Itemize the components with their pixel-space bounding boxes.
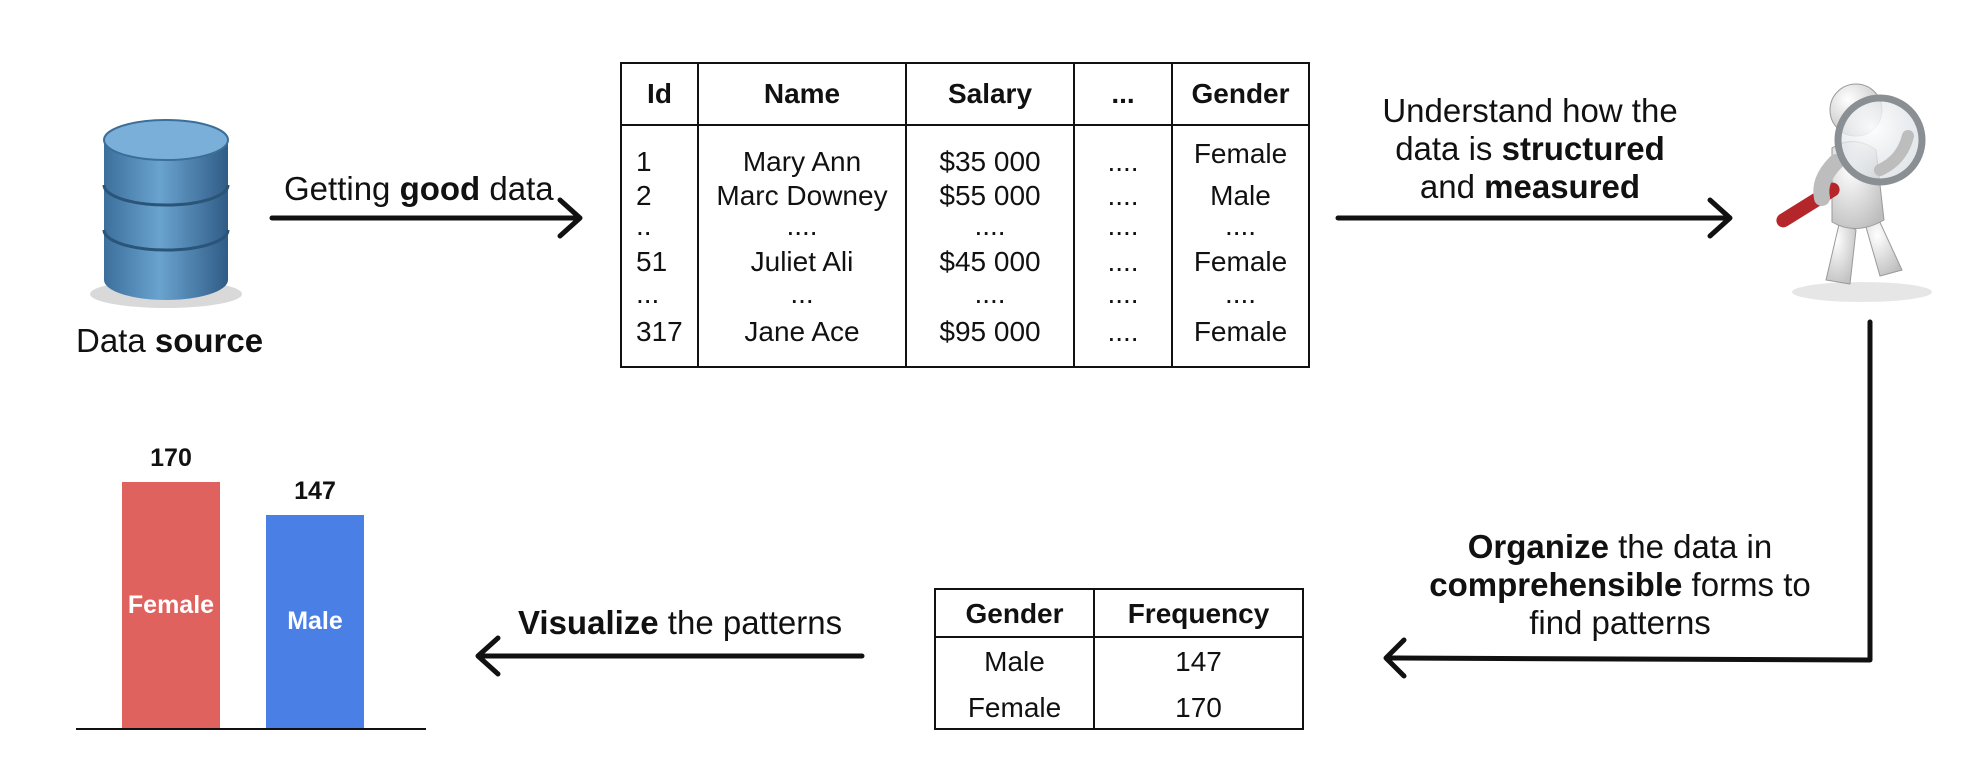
header-salary: Salary (907, 64, 1073, 126)
column-name: Name Mary Ann Marc Downey .... Juliet Al… (697, 64, 905, 366)
arrow-getting-data (269, 197, 583, 239)
bar-label-female: Female (127, 590, 215, 619)
header-ellipsis: ... (1075, 64, 1171, 126)
cell: $55 000 (939, 180, 1041, 211)
column-gender: Gender Female Male .... Female .... Fema… (1171, 64, 1308, 366)
step-visualize-patterns: Visualize the patterns (518, 604, 843, 641)
cell: .... (1224, 278, 1257, 309)
header-gender: Gender (965, 598, 1064, 629)
cell: Female (1193, 246, 1288, 277)
cell: Juliet Ali (750, 246, 854, 277)
step-understand-structure: Understand how the data is structured an… (1382, 92, 1678, 205)
data-source-label: Data source (76, 322, 264, 359)
chart-baseline (76, 728, 426, 730)
cell: Female (967, 692, 1062, 723)
cell: Female (1193, 316, 1288, 347)
header-gender: Gender (1173, 64, 1308, 126)
cell: Mary Ann (742, 146, 862, 177)
arrow-understand (1335, 197, 1733, 239)
cell: Male (1210, 180, 1271, 211)
cell: .... (974, 210, 1006, 241)
arrow-organize (1383, 319, 1873, 679)
cell: .... (786, 210, 818, 241)
cell: .... (1107, 316, 1139, 347)
bar-female: Female (122, 482, 220, 728)
cell: Female (1193, 138, 1288, 169)
bar-value-female: 170 (150, 444, 192, 472)
header-frequency: Frequency (1127, 598, 1270, 629)
column-ellipsis: ... .... .... .... .... .... .... (1073, 64, 1171, 366)
cell: .... (1107, 278, 1139, 309)
cell: .... (1224, 210, 1257, 241)
cell: 170 (1175, 692, 1222, 723)
cell: 2 (636, 180, 652, 211)
step-organize-data: Organize the data in comprehensible form… (1429, 528, 1811, 641)
cell: ... (790, 278, 814, 309)
database-icon (90, 119, 242, 308)
cell: 317 (636, 316, 683, 347)
cell: $95 000 (939, 316, 1041, 347)
cell: Male (984, 646, 1045, 677)
cell: Jane Ace (744, 316, 860, 347)
cell: .... (1107, 210, 1139, 241)
cell: .... (1107, 146, 1139, 177)
cell: .... (1107, 180, 1139, 211)
cell: $35 000 (939, 146, 1041, 177)
cell: .... (1107, 246, 1139, 277)
cell: .... (974, 278, 1006, 309)
bar-male: Male (266, 515, 364, 728)
bar-chart: Female Male 170 147 (70, 440, 430, 740)
cell: $45 000 (939, 246, 1041, 277)
column-salary: Salary $35 000 $55 000 .... $45 000 ....… (905, 64, 1073, 366)
cell: Marc Downey (716, 180, 888, 211)
step-getting-good-data: Getting good data (284, 170, 554, 207)
header-id: Id (622, 64, 697, 126)
magnifier-figure-icon (1776, 83, 1932, 302)
frequency-table: Gender Frequency Male 147 Female 170 (934, 588, 1304, 730)
raw-data-table: Id 1 2 .. 51 ... 317 Name Mary Ann Marc … (620, 62, 1310, 368)
column-id: Id 1 2 .. 51 ... 317 (622, 64, 697, 366)
arrow-visualize (475, 635, 865, 677)
cell: .. (636, 210, 652, 241)
cell: 51 (636, 246, 668, 277)
cell: 147 (1175, 646, 1222, 677)
header-name: Name (699, 64, 905, 126)
cell: 1 (636, 146, 652, 177)
cell: ... (636, 278, 660, 309)
bar-value-male: 147 (294, 477, 336, 505)
bar-label-male: Male (287, 607, 343, 635)
